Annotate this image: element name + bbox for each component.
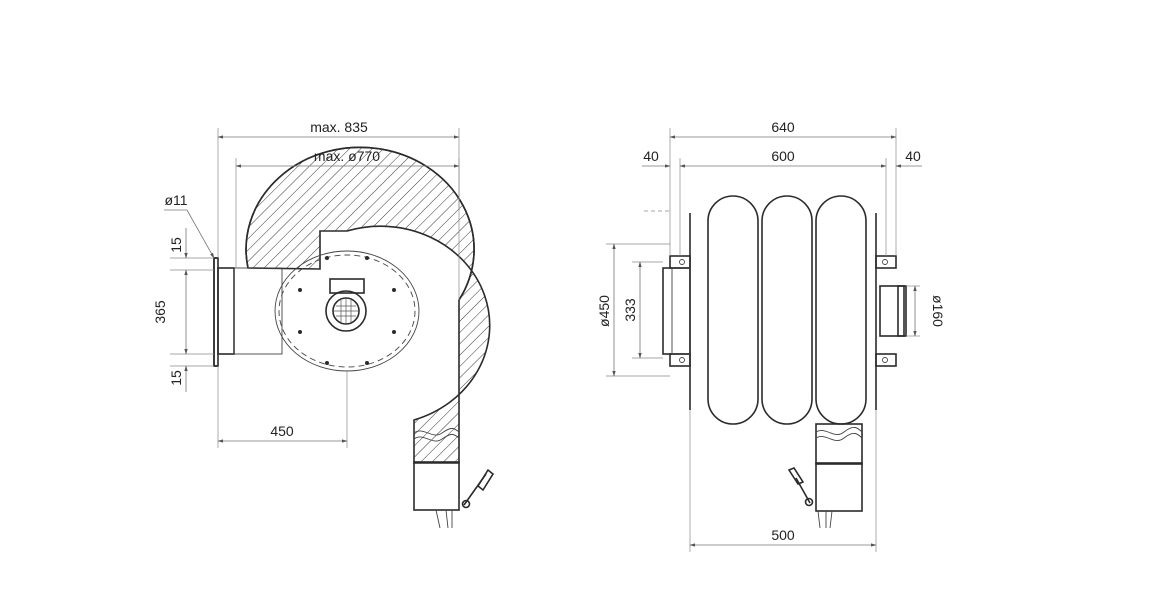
side-dim-mount-height-label: 365 [152, 300, 168, 324]
front-left-plate [662, 267, 691, 355]
front-right-top-bracket [875, 255, 897, 269]
front-view: 640 40 600 40 ø450 333 ø16 [596, 119, 946, 552]
side-dim-bottom-offset-label: 15 [168, 370, 184, 386]
side-bracket-arm [233, 267, 283, 355]
side-hose-break-line [413, 427, 460, 436]
front-left-bottom-bracket [669, 353, 691, 367]
side-dim-vertical: 15 365 15 [152, 228, 214, 392]
front-dim-total-width: 640 [669, 119, 897, 256]
side-dim-max-width-label: max. 835 [310, 119, 368, 135]
front-hose-drop [815, 423, 863, 465]
front-dim-port-diameter-label: ø160 [930, 295, 946, 327]
front-hose-end-box [815, 462, 863, 512]
side-hose-break-line-2 [413, 433, 460, 442]
front-right-bottom-bracket [875, 353, 897, 367]
front-dim-outer-diameter-label: ø450 [596, 295, 612, 327]
front-dim-port-diameter: ø160 [906, 285, 946, 337]
front-dim-inner-height: 333 [622, 261, 663, 359]
side-dim-max-diameter: max. ø770 [235, 148, 460, 268]
side-drum-inner-circle [278, 254, 416, 368]
side-drum-outer-rim [245, 146, 475, 301]
front-hose-coil-1 [707, 195, 759, 425]
front-dim-right-flange-label: 40 [905, 148, 921, 164]
front-dim-inner-width: 40 600 40 [642, 148, 922, 256]
side-drum-hatched-casing [245, 146, 491, 464]
front-dim-base-width-label: 500 [771, 527, 795, 543]
front-dim-left-flange-label: 40 [643, 148, 659, 164]
front-dim-inner-height-label: 333 [622, 298, 638, 322]
front-outlet-port [879, 285, 905, 337]
front-hose-coil-2 [761, 195, 813, 425]
side-dim-depth: 450 [217, 366, 348, 448]
side-dim-hole-label: ø11 [164, 192, 187, 208]
side-dim-top-offset-label: 15 [168, 237, 184, 253]
side-lever-handle [435, 468, 495, 529]
side-ring-bolts [298, 256, 396, 365]
front-hose-coil-3 [815, 195, 867, 425]
front-dim-outer-diameter: ø450 [596, 243, 670, 377]
front-dim-total-width-label: 640 [771, 119, 795, 135]
side-dim-max-width: max. 835 [217, 119, 460, 300]
front-lever-handle [787, 467, 833, 529]
side-wall-plate [217, 267, 235, 355]
front-left-top-bracket [669, 255, 691, 269]
side-dim-depth-label: 450 [270, 423, 294, 439]
side-motor [325, 278, 367, 332]
side-dim-hole: ø11 [164, 192, 215, 259]
side-hose-end-box [413, 461, 460, 511]
front-dim-base-width: 500 [689, 410, 877, 552]
side-dim-max-diameter-label: max. ø770 [314, 148, 380, 164]
side-view: max. 835 max. ø770 ø11 15 365 15 [152, 119, 495, 529]
front-dim-inner-width-label: 600 [771, 148, 795, 164]
